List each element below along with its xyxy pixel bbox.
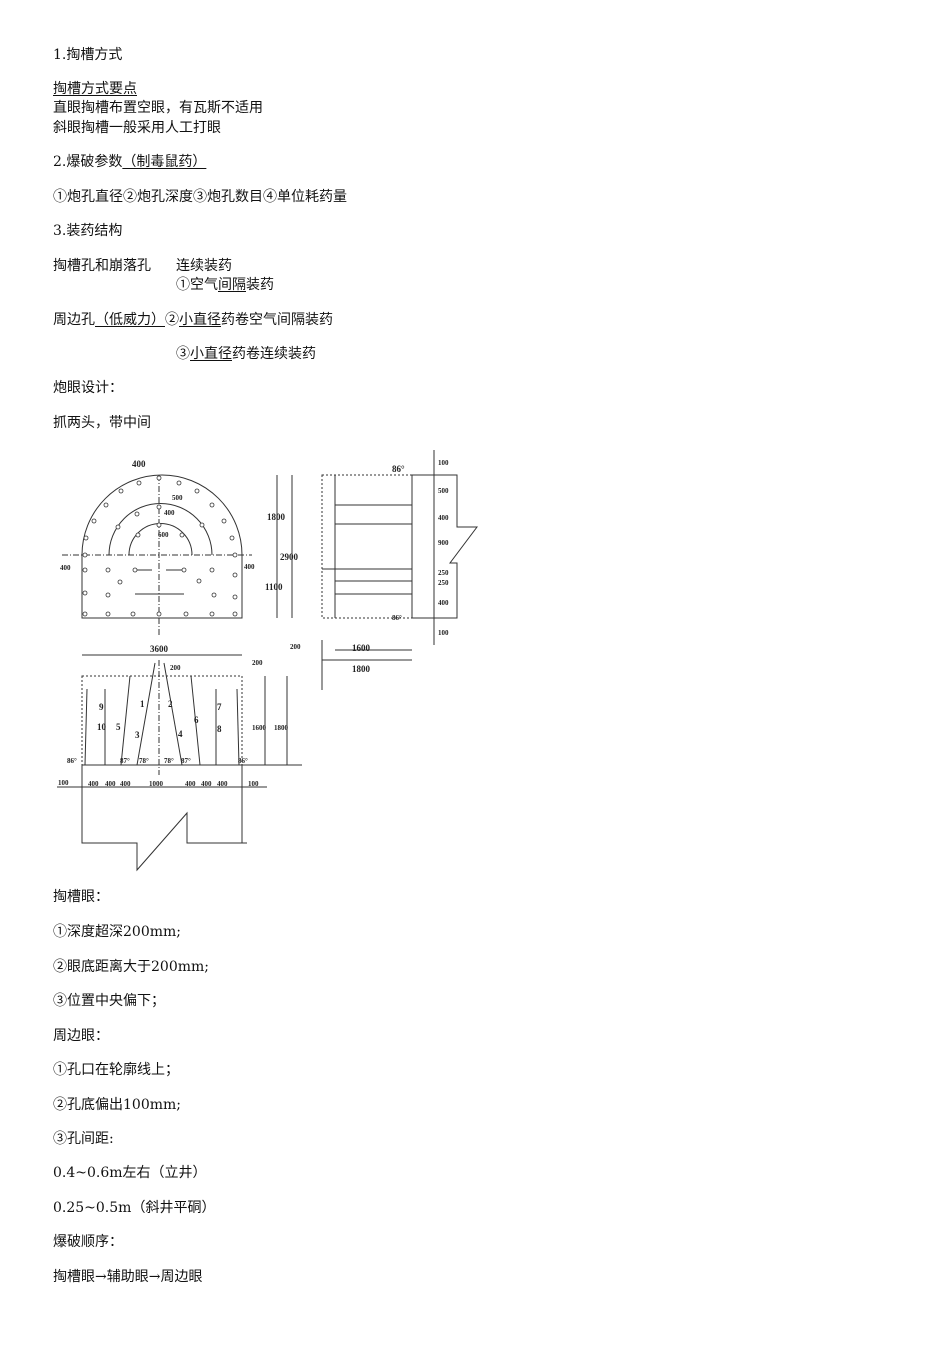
hole-number: 8	[217, 724, 222, 734]
dim-label: 100	[438, 629, 449, 637]
dim-label: 200	[290, 643, 301, 651]
charge-row-2: ①空气间隔装药	[176, 276, 274, 294]
angle-label: 78°	[164, 757, 174, 765]
cut-method-points-heading: 掏槽方式要点	[53, 81, 137, 97]
continuous-charge: 连续装药	[176, 258, 232, 274]
air-interval-charge: 药卷空气间隔装药	[221, 312, 333, 328]
dim-label: 1600	[352, 643, 371, 653]
dim-label: 2900	[280, 552, 299, 562]
angle-label: 86°	[67, 757, 77, 765]
cut-note-1: ①深度超深200mm;	[53, 924, 181, 940]
perimeter-holes: 周边孔	[53, 312, 95, 328]
dim-label: 400	[185, 780, 196, 788]
hole-number: 2	[168, 699, 173, 709]
dim-label: 100	[58, 779, 69, 787]
continuous-charge: 药卷连续装药	[232, 346, 316, 362]
hole-number: 3	[135, 730, 140, 740]
charge-row-1: 掏槽孔和崩落孔 连续装药	[53, 257, 232, 275]
charge-row-3: 周边孔（低威力）②小直径药卷空气间隔装药	[53, 311, 333, 329]
design-rule: 抓两头，带中间	[53, 415, 151, 431]
dim-label: 400	[244, 563, 255, 571]
dim-label: 500	[438, 487, 449, 495]
dim-label: 3600	[150, 644, 169, 654]
blast-order-title: 爆破顺序：	[53, 1234, 123, 1250]
section-2-title-text: 2.爆破参数	[53, 154, 123, 170]
dim-label: 400	[88, 780, 99, 788]
section-3-title: 3.装药结构	[53, 223, 123, 239]
dim-label: 1100	[265, 582, 283, 592]
angle-label: 78°	[139, 757, 149, 765]
hole-number: 6	[194, 715, 199, 725]
dim-label: 400	[60, 564, 71, 572]
charge-row-4: ③小直径药卷连续装药	[176, 345, 316, 363]
hole-number: 4	[178, 729, 183, 739]
dim-label: 500	[172, 494, 183, 502]
angle-label: 87°	[120, 757, 130, 765]
mnemonic: （制毒鼠药）	[122, 154, 207, 170]
blasthole-layout-diagram: 400 500 400 600 400 400 1800 2900 1100 8…	[57, 450, 478, 872]
angle-label: 86°	[392, 464, 405, 474]
section-1-title: 1.掏槽方式	[53, 47, 123, 63]
spacing-shaft: 0.4~0.6m左右（立井）	[53, 1165, 207, 1181]
hole-number: 5	[116, 722, 121, 732]
cut-note-2: ②眼底距离大于200mm;	[53, 959, 209, 975]
num-3: ③	[176, 346, 190, 362]
dim-label: 200	[252, 659, 263, 667]
small-diameter: 小直径	[179, 312, 221, 328]
dim-label: 250	[438, 579, 449, 587]
design-title: 炮眼设计：	[53, 380, 123, 396]
dim-label: 1600	[252, 724, 267, 732]
angle-label: 87°	[181, 757, 191, 765]
blast-order: 掏槽眼→辅助眼→周边眼	[53, 1269, 203, 1285]
air-label: ①空气	[176, 277, 218, 293]
blasting-parameters: ①炮孔直径②炮孔深度③炮孔数目④单位耗药量	[53, 189, 347, 205]
cut-holes-title: 掏槽眼：	[53, 889, 109, 905]
angled-cut-note: 斜眼掏槽一般采用人工打眼	[53, 120, 221, 136]
dim-label: 400	[105, 780, 116, 788]
small-diameter: 小直径	[190, 346, 232, 362]
dim-label: 200	[170, 664, 181, 672]
num-2: ②	[165, 312, 179, 328]
angle-label: 86°	[392, 614, 402, 622]
dim-label: 600	[158, 531, 169, 539]
hole-number: 1	[140, 699, 145, 709]
perimeter-holes-title: 周边眼：	[53, 1028, 109, 1044]
dim-label: 400	[217, 780, 228, 788]
spacing-incline: 0.25~0.5m（斜井平硐）	[53, 1200, 216, 1216]
straight-cut-note: 直眼掏槽布置空眼，有瓦斯不适用	[53, 100, 263, 116]
cut-note-3: ③位置中央偏下；	[53, 993, 165, 1009]
dim-label: 1000	[149, 780, 164, 788]
hole-number: 10	[97, 722, 107, 732]
hole-number: 7	[217, 702, 222, 712]
perimeter-note-1: ①孔口在轮廓线上；	[53, 1062, 179, 1078]
dim-label: 400	[438, 599, 449, 607]
section-2-title: 2.爆破参数（制毒鼠药）	[53, 153, 206, 171]
dim-label: 400	[132, 459, 146, 469]
perimeter-note-3: ③孔间距:	[53, 1131, 114, 1147]
arch-outline	[81, 474, 243, 619]
dim-label: 900	[438, 539, 449, 547]
dim-label: 400	[438, 514, 449, 522]
dim-label: 1800	[274, 724, 289, 732]
dim-label: 400	[120, 780, 131, 788]
arch-ring	[128, 523, 193, 556]
dim-label: 400	[201, 780, 212, 788]
dim-label: 1800	[267, 512, 286, 522]
angle-label: 86°	[238, 757, 248, 765]
dim-label: 250	[438, 569, 449, 577]
plan-outline	[81, 675, 243, 766]
dim-label: 400	[164, 509, 175, 517]
perimeter-note-2: ②孔底偏出100mm;	[53, 1097, 181, 1113]
low-power: （低威力）	[95, 312, 165, 328]
arch-ring	[108, 503, 213, 556]
cut-and-caving-holes: 掏槽孔和崩落孔	[53, 258, 151, 274]
dim-label: 100	[248, 780, 259, 788]
dim-label: 1800	[352, 664, 371, 674]
interval-label: 间隔	[218, 277, 246, 293]
hole-number: 9	[99, 702, 104, 712]
dim-label: 100	[438, 459, 449, 467]
charge-label: 装药	[246, 277, 274, 293]
